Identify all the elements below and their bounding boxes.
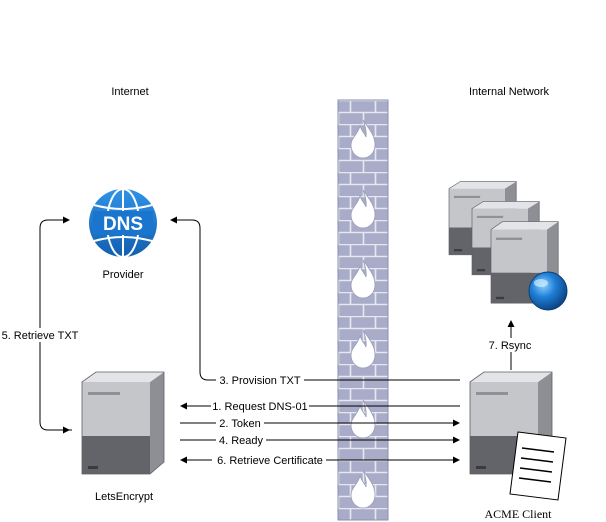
edge-retrieve-certificate: 6. Retrieve Certificate (180, 453, 460, 467)
zone-label-internet: Internet (111, 86, 148, 98)
edge-label-retrieve-txt: 5. Retrieve TXT (2, 330, 79, 342)
edge-label-ready: 4. Ready (219, 435, 264, 447)
edge-retrieve-txt: 5. Retrieve TXT (1, 216, 79, 434)
edge-label-request-dns: 1. Request DNS-01 (212, 401, 307, 413)
edge-label-rsync: 7. Rsync (489, 340, 532, 352)
server-icon (81, 371, 165, 475)
edge-provision-txt: 3. Provision TXT (170, 216, 460, 387)
globe-icon (528, 271, 568, 311)
node-label-letsencrypt: LetsEncrypt (95, 491, 153, 503)
node-label-acme-client: ACME Client (484, 507, 552, 521)
edge-request-dns: 1. Request DNS-01 (180, 399, 460, 413)
dns-globe-icon: DNS (89, 188, 157, 258)
edge-label-provision-txt: 3. Provision TXT (219, 375, 300, 387)
edge-ready: 4. Ready (180, 433, 460, 447)
edge-rsync: 7. Rsync (484, 320, 536, 370)
edge-label-retrieve-certificate: 6. Retrieve Certificate (217, 455, 323, 467)
edge-label-token: 2. Token (219, 418, 260, 430)
zone-label-internal-network: Internal Network (469, 86, 550, 98)
dns-icon-text: DNS (103, 214, 143, 235)
firewall-icon (337, 99, 389, 521)
node-label-provider: Provider (103, 269, 144, 281)
edge-token: 2. Token (180, 416, 460, 430)
document-icon (509, 431, 567, 501)
